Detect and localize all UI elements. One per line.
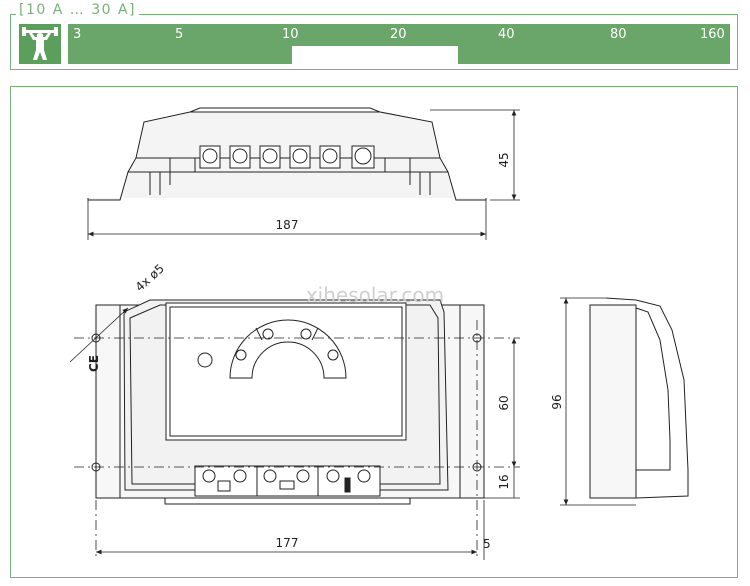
scale-tick: 40 <box>498 27 515 42</box>
dimension-depth <box>560 297 636 506</box>
scale-tick: 5 <box>175 27 184 42</box>
scale-tick: 80 <box>610 27 627 42</box>
dimension-drawing-panel <box>10 86 738 578</box>
current-range-panel <box>10 14 738 70</box>
side-view-right <box>589 297 689 499</box>
dimension-mount <box>484 338 520 499</box>
dimension-width-bottom <box>96 500 485 560</box>
side-view-top <box>87 107 487 201</box>
terminal-screws <box>199 145 375 169</box>
dimension-width-top <box>87 200 487 240</box>
scale-tick: 20 <box>390 27 407 42</box>
dimension-label: 187 <box>276 218 299 232</box>
scale-tick: 3 <box>73 27 82 42</box>
dimension-height-top <box>430 109 520 201</box>
dimension-label: 16 <box>497 474 511 489</box>
dimension-label: 5 <box>483 537 491 551</box>
dimension-label: 177 <box>276 536 299 550</box>
center-lines <box>74 320 520 560</box>
strongman-icon <box>19 24 61 64</box>
front-view <box>91 299 485 505</box>
watermark: xihesolar.com <box>306 283 444 307</box>
dimension-label: 96 <box>550 394 564 409</box>
dimension-label: 60 <box>497 395 511 410</box>
hole-callout <box>69 307 129 363</box>
scale-tick: 10 <box>282 27 299 42</box>
hole-label: 4x ø5 <box>133 261 167 294</box>
ce-mark: CE <box>87 355 101 372</box>
current-scale-bar <box>68 24 730 64</box>
dimension-label: 45 <box>497 152 511 167</box>
current-range-label: [10 A … 30 A] <box>16 2 140 18</box>
scale-tick: 160 <box>700 27 725 42</box>
